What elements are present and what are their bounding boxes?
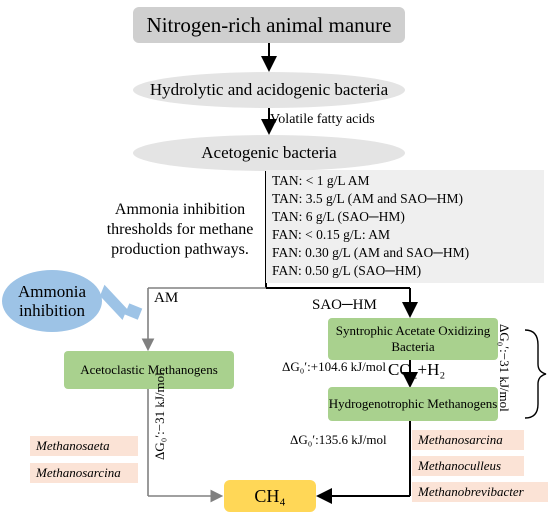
threshold-line: FAN: 0.50 g/L (SAO─HM) bbox=[272, 263, 422, 278]
acetogenic-label: Acetogenic bacteria bbox=[201, 143, 337, 162]
species-methanoculleus: Methanoculleus bbox=[412, 456, 524, 476]
ammonia-inhibition-label: Ammonia inhibition bbox=[18, 282, 86, 320]
dg-right-label: ΔG₀′:−31 kJ/mol bbox=[497, 324, 512, 412]
acetoclastic-box: Acetoclastic Methanogens bbox=[64, 351, 234, 389]
hydrogenotrophic-box: Hydrogenotrophic Methanogens bbox=[328, 387, 498, 421]
manure-label: Nitrogen-rich animal manure bbox=[146, 12, 392, 37]
acetogenic-ellipse: Acetogenic bacteria bbox=[133, 135, 405, 171]
acetoclastic-label: Acetoclastic Methanogens bbox=[80, 362, 218, 377]
ch4-box: CH₄ bbox=[224, 480, 316, 512]
species-methanosaeta: Methanosaeta bbox=[30, 436, 138, 456]
species-methanosarcina-right: Methanosarcina bbox=[412, 430, 524, 450]
dg-hydro-label: ΔG₀′:135.6 kJ/mol bbox=[290, 432, 387, 447]
vfa-label: Volatile fatty acids bbox=[270, 112, 375, 127]
ammonia-inhibition-ellipse: Ammonia inhibition bbox=[2, 270, 102, 332]
ch4-label: CH₄ bbox=[254, 485, 286, 506]
threshold-line: FAN: 0.30 g/L (AM and SAO─HM) bbox=[272, 245, 470, 260]
thresholds-box: TAN: < 1 g/L AM TAN: 3.5 g/L (AM and SAO… bbox=[266, 170, 544, 283]
hydrolytic-ellipse: Hydrolytic and acidogenic bacteria bbox=[133, 72, 405, 108]
sao-hm-label: SAO─HM bbox=[312, 297, 377, 313]
hydrogenotrophic-label: Hydrogenotrophic Methanogens bbox=[328, 396, 498, 411]
syntrophic-label: Syntrophic Acetate Oxidizing Bacteria bbox=[335, 323, 491, 354]
ammonia-thresholds-caption: Ammonia inhibition thresholds for methan… bbox=[106, 201, 254, 258]
species-methanobrevibacter: Methanobrevibacter bbox=[412, 482, 548, 502]
syntrophic-box: Syntrophic Acetate Oxidizing Bacteria bbox=[328, 318, 498, 360]
dg-sao-label: ΔG₀′:+104.6 kJ/mol bbox=[282, 359, 386, 374]
manure-box: Nitrogen-rich animal manure bbox=[133, 7, 405, 43]
threshold-line: TAN: < 1 g/L AM bbox=[272, 173, 370, 188]
curly-brace bbox=[524, 329, 547, 419]
hydrolytic-label: Hydrolytic and acidogenic bacteria bbox=[149, 80, 389, 99]
co2-h2-label: CO₂+H₂ bbox=[388, 360, 446, 379]
inhibition-arrow bbox=[99, 284, 143, 321]
threshold-line: TAN: 6 g/L (SAO─HM) bbox=[272, 209, 405, 224]
dg-aceto-label: ΔG₀′:−31 kJ/mol bbox=[152, 372, 167, 460]
species-methanosarcina-left: Methanosarcina bbox=[30, 463, 138, 483]
threshold-line: FAN: < 0.15 g/L: AM bbox=[272, 227, 390, 242]
threshold-line: TAN: 3.5 g/L (AM and SAO─HM) bbox=[272, 191, 463, 206]
am-label: AM bbox=[154, 290, 179, 306]
